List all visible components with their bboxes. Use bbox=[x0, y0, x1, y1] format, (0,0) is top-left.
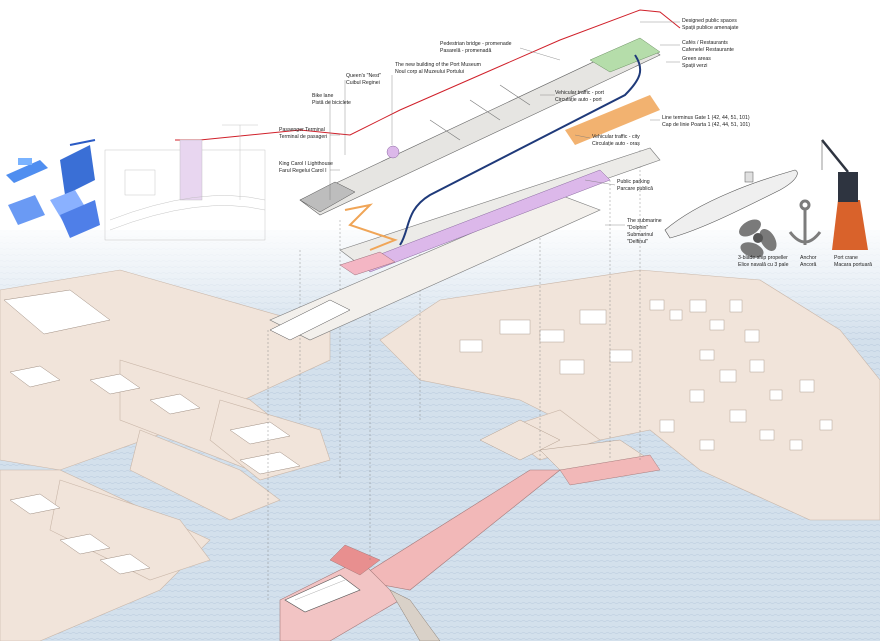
crane-icon bbox=[60, 139, 96, 195]
projection-lines bbox=[267, 150, 641, 600]
label-public-parking: Public parking Parcare publică bbox=[617, 179, 653, 192]
label-green-areas: Green areas Spații verzi bbox=[682, 56, 711, 69]
ship-icon bbox=[6, 158, 48, 183]
label-bike-lane: Bike lane Pistă de biciclete bbox=[312, 93, 351, 106]
svg-text:Cap de linie Poarta 1 (42, 44,: Cap de linie Poarta 1 (42, 44, 51, 101) bbox=[662, 122, 750, 128]
label-vehicular-port: Vehicular traffic - port Circulație auto… bbox=[555, 90, 604, 103]
svg-text:Spații verzi: Spații verzi bbox=[682, 63, 707, 69]
svg-text:The submarine: The submarine bbox=[627, 218, 662, 224]
label-line-terminus: Line terminus Gate 1 (42, 44, 51, 101) C… bbox=[662, 115, 750, 128]
svg-text:Circulație auto - port: Circulație auto - port bbox=[555, 97, 602, 103]
svg-text:Pedestrian bridge - promenade: Pedestrian bridge - promenade bbox=[440, 41, 512, 47]
svg-text:King Carol I Lighthouse: King Carol I Lighthouse bbox=[279, 161, 333, 167]
svg-text:Cafés / Restaurants: Cafés / Restaurants bbox=[682, 40, 728, 46]
city-buildings bbox=[459, 299, 833, 451]
label-lighthouse: King Carol I Lighthouse Farul Regelui Ca… bbox=[279, 161, 333, 174]
svg-text:Public parking: Public parking bbox=[617, 179, 650, 185]
svg-text:Circulație auto - oraș: Circulație auto - oraș bbox=[592, 141, 640, 147]
svg-text:Cafenele/ Restaurante: Cafenele/ Restaurante bbox=[682, 47, 734, 53]
svg-text:Green areas: Green areas bbox=[682, 56, 711, 62]
svg-text:Port crane: Port crane bbox=[834, 255, 858, 261]
warehouse-icon bbox=[8, 190, 100, 238]
svg-text:Ancoră: Ancoră bbox=[800, 262, 817, 268]
svg-text:Passenger Terminal: Passenger Terminal bbox=[279, 127, 325, 133]
svg-text:3-blade ship propeller: 3-blade ship propeller bbox=[738, 255, 788, 261]
label-propeller: 3-blade ship propeller Elice navală cu 3… bbox=[738, 255, 789, 268]
cruise-ship bbox=[284, 574, 361, 613]
svg-text:Submarinul: Submarinul bbox=[627, 232, 653, 238]
anchor-icon bbox=[788, 199, 822, 245]
svg-text:Pistă de biciclete: Pistă de biciclete bbox=[312, 100, 351, 106]
port-crane-icon bbox=[821, 139, 868, 250]
svg-text:Terminal de pasageri: Terminal de pasageri bbox=[279, 134, 327, 140]
label-vehicular-city: Vehicular traffic - city Circulație auto… bbox=[592, 134, 640, 147]
label-queens-nest: Queen's "Nest" Cuibul Reginei bbox=[346, 73, 381, 86]
leader-lines bbox=[329, 21, 680, 226]
svg-text:Elice navală cu 3 pale: Elice navală cu 3 pale bbox=[738, 262, 789, 268]
svg-text:Farul Regelui Carol I: Farul Regelui Carol I bbox=[279, 168, 327, 174]
svg-text:"Dolphin": "Dolphin" bbox=[627, 225, 648, 231]
svg-text:Noul corp al Muzeului Portului: Noul corp al Muzeului Portului bbox=[395, 69, 464, 75]
svg-text:Pasarelă - promenadă: Pasarelă - promenadă bbox=[440, 48, 491, 54]
svg-text:Anchor: Anchor bbox=[800, 255, 817, 261]
warehouses-left bbox=[3, 289, 301, 575]
svg-text:Bike lane: Bike lane bbox=[312, 93, 333, 99]
label-port-crane: Port crane Macara portuară bbox=[834, 255, 872, 268]
propeller-icon bbox=[739, 219, 777, 258]
svg-text:Macara portuară: Macara portuară bbox=[834, 262, 872, 268]
label-port-museum: The new building of the Port Museum Noul… bbox=[395, 62, 481, 75]
svg-text:Parcare publică: Parcare publică bbox=[617, 186, 653, 192]
svg-text:Vehicular traffic - port: Vehicular traffic - port bbox=[555, 90, 604, 96]
exploded-layers bbox=[175, 9, 681, 341]
svg-text:Vehicular traffic - city: Vehicular traffic - city bbox=[592, 134, 640, 140]
label-anchor: Anchor Ancoră bbox=[800, 255, 817, 268]
svg-text:Cuibul Reginei: Cuibul Reginei bbox=[346, 80, 380, 86]
svg-text:Queen's "Nest": Queen's "Nest" bbox=[346, 73, 381, 79]
svg-text:Spații publice amenajate: Spații publice amenajate bbox=[682, 25, 739, 31]
svg-text:Line terminus Gate 1 (42, 44,: Line terminus Gate 1 (42, 44, 51, 101) bbox=[662, 115, 750, 121]
svg-text:"Delfinul": "Delfinul" bbox=[627, 239, 648, 245]
label-pedestrian-bridge: Pedestrian bridge - promenade Pasarelă -… bbox=[440, 41, 512, 54]
label-passenger-terminal: Passenger Terminal Terminal de pasageri bbox=[279, 127, 327, 140]
svg-text:The new building of the Port M: The new building of the Port Museum bbox=[395, 62, 481, 68]
svg-text:Designed public spaces: Designed public spaces bbox=[682, 18, 737, 24]
label-submarine: The submarine "Dolphin" Submarinul "Delf… bbox=[627, 218, 662, 245]
label-public-spaces: Designed public spaces Spații publice am… bbox=[682, 18, 739, 31]
submarine-icon bbox=[664, 169, 798, 239]
label-cafes: Cafés / Restaurants Cafenele/ Restaurant… bbox=[682, 40, 734, 53]
site-plan-sketch bbox=[104, 124, 266, 241]
